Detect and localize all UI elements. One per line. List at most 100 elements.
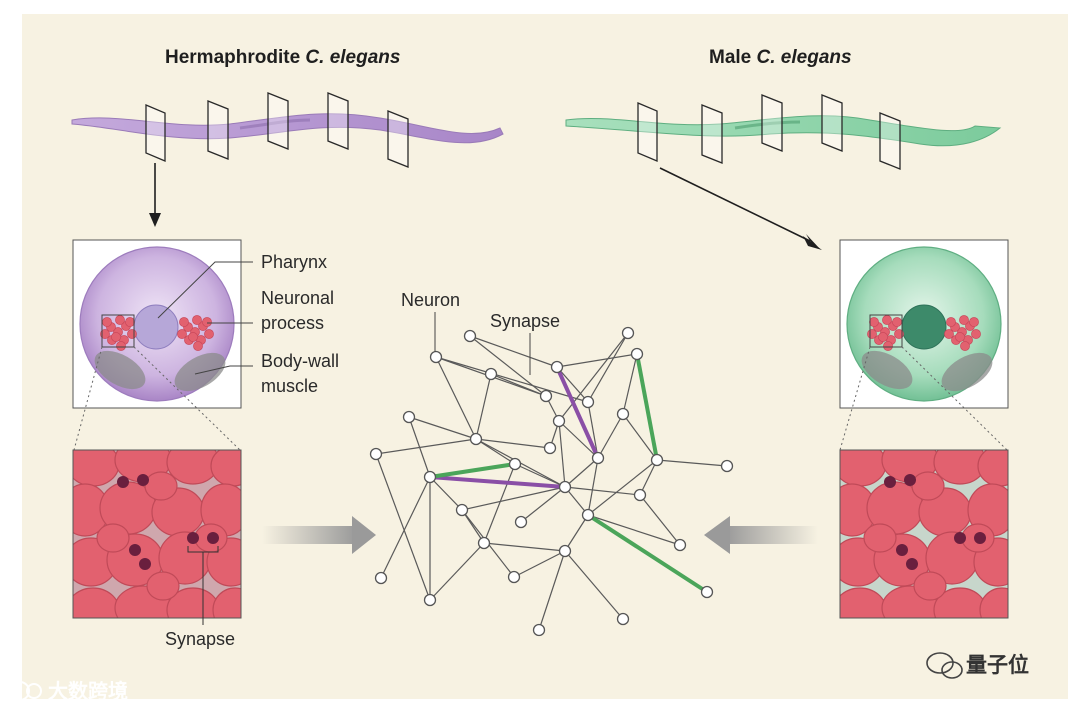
male-diagonal-arrow <box>659 167 822 250</box>
neuron-node <box>581 395 595 409</box>
neuron-node <box>463 329 477 343</box>
neuron-node <box>650 453 664 467</box>
svg-text:大数跨境: 大数跨境 <box>48 679 128 703</box>
neuron-node <box>581 508 595 522</box>
neuron-process-dot <box>869 317 879 327</box>
neuron-process-dot <box>894 329 904 339</box>
neuron-process-dot <box>878 332 888 342</box>
neuron-process-dot <box>125 317 135 327</box>
neuron-connection <box>475 373 492 440</box>
neuron-process-dot <box>193 341 203 351</box>
neuron-node <box>700 585 714 599</box>
neuron-process-dot <box>127 329 137 339</box>
cell-nucleus <box>904 474 916 486</box>
cell-nucleus <box>187 532 199 544</box>
hermaphrodite-title: Hermaphrodite C. elegans <box>165 47 400 68</box>
cell-nucleus <box>974 532 986 544</box>
neuron-node <box>673 538 687 552</box>
neuron-node <box>550 360 564 374</box>
purple-synapse <box>555 366 600 459</box>
neuron-connection <box>375 438 477 455</box>
purple-synapse <box>429 475 566 489</box>
neuron-connection <box>538 550 566 631</box>
neuron-connection <box>514 463 566 488</box>
neuron-connection <box>558 332 629 422</box>
neuron-process-dot <box>100 329 110 339</box>
neuron-node <box>484 367 498 381</box>
neuron-connection <box>639 459 658 496</box>
neuron-connection <box>513 550 566 578</box>
cell-nucleus <box>906 558 918 570</box>
neuron-connection <box>639 494 681 546</box>
green-synapse <box>635 353 659 461</box>
neuron-process-dot <box>971 329 981 339</box>
neuron-connection <box>564 514 589 552</box>
neuron-connection <box>490 373 547 397</box>
neuron-connection <box>587 332 629 403</box>
neuron-node <box>455 503 469 517</box>
neuron-node <box>532 623 546 637</box>
neuronal-process-label-1: Neuronal <box>261 288 334 308</box>
neuron-node <box>720 459 734 473</box>
green-synapse <box>586 513 709 594</box>
neuron-process-dot <box>102 317 112 327</box>
neuron-process-dot <box>882 315 892 325</box>
synapse-cells-label: Synapse <box>165 629 235 649</box>
neuron-node <box>558 544 572 558</box>
neuron-connection <box>475 438 551 449</box>
cell-nucleus <box>884 476 896 488</box>
left-flow-arrow <box>262 516 376 554</box>
neuron-process-dot <box>179 317 189 327</box>
neuron-connection <box>435 356 477 440</box>
neuron-node <box>591 451 605 465</box>
neuron-node <box>429 350 443 364</box>
neuron-node <box>552 414 566 428</box>
cell-nucleus <box>139 558 151 570</box>
neuron-process-dot <box>115 315 125 325</box>
green-synapse <box>429 462 516 479</box>
neuron-process-dot <box>204 329 214 339</box>
neuron-process-dot <box>892 317 902 327</box>
neuron-process-dot <box>867 329 877 339</box>
neuron-node <box>630 347 644 361</box>
neuron-node <box>621 326 635 340</box>
synapse-bracket <box>187 546 219 625</box>
neuron-connection <box>429 542 485 601</box>
body-wall-muscle-label-1: Body-wall <box>261 351 339 371</box>
neuron-node <box>508 457 522 471</box>
male-cross-section <box>846 246 1002 402</box>
neuron-connection <box>597 413 624 459</box>
cell-nucleus <box>137 474 149 486</box>
neuron-connection <box>587 514 681 546</box>
neuron-connection <box>435 356 589 403</box>
neuron-connection <box>587 459 658 516</box>
body-wall-muscle-label-2: muscle <box>261 376 318 396</box>
neuron-node <box>507 570 521 584</box>
neuron-connection <box>380 476 431 579</box>
left-watermark: 大数跨境 <box>10 679 128 703</box>
neuron-node <box>558 480 572 494</box>
svg-text:量子位: 量子位 <box>966 653 1029 677</box>
neuron-connection <box>408 416 477 440</box>
neuron-node <box>369 447 383 461</box>
neuron-process-dot <box>202 317 212 327</box>
neuron-node <box>514 515 528 529</box>
neuron-connection <box>483 463 516 544</box>
muscle-cell <box>212 587 241 618</box>
muscle-cell <box>913 571 947 601</box>
neuron-connection <box>520 486 566 523</box>
synapse-network-label: Synapse <box>490 311 560 331</box>
network-neurons <box>369 326 734 637</box>
neuron-process-dot <box>116 341 126 351</box>
herm-cross-section <box>79 246 235 402</box>
neuron-connection <box>469 335 558 368</box>
neuron-node <box>539 389 553 403</box>
herm-cells <box>73 450 241 618</box>
neuron-node <box>423 470 437 484</box>
neuron-process-dot <box>969 317 979 327</box>
neuron-process-dot <box>959 315 969 325</box>
neuron-connection <box>558 420 599 459</box>
neuron-process-dot <box>188 332 198 342</box>
muscle-cell <box>863 523 897 553</box>
